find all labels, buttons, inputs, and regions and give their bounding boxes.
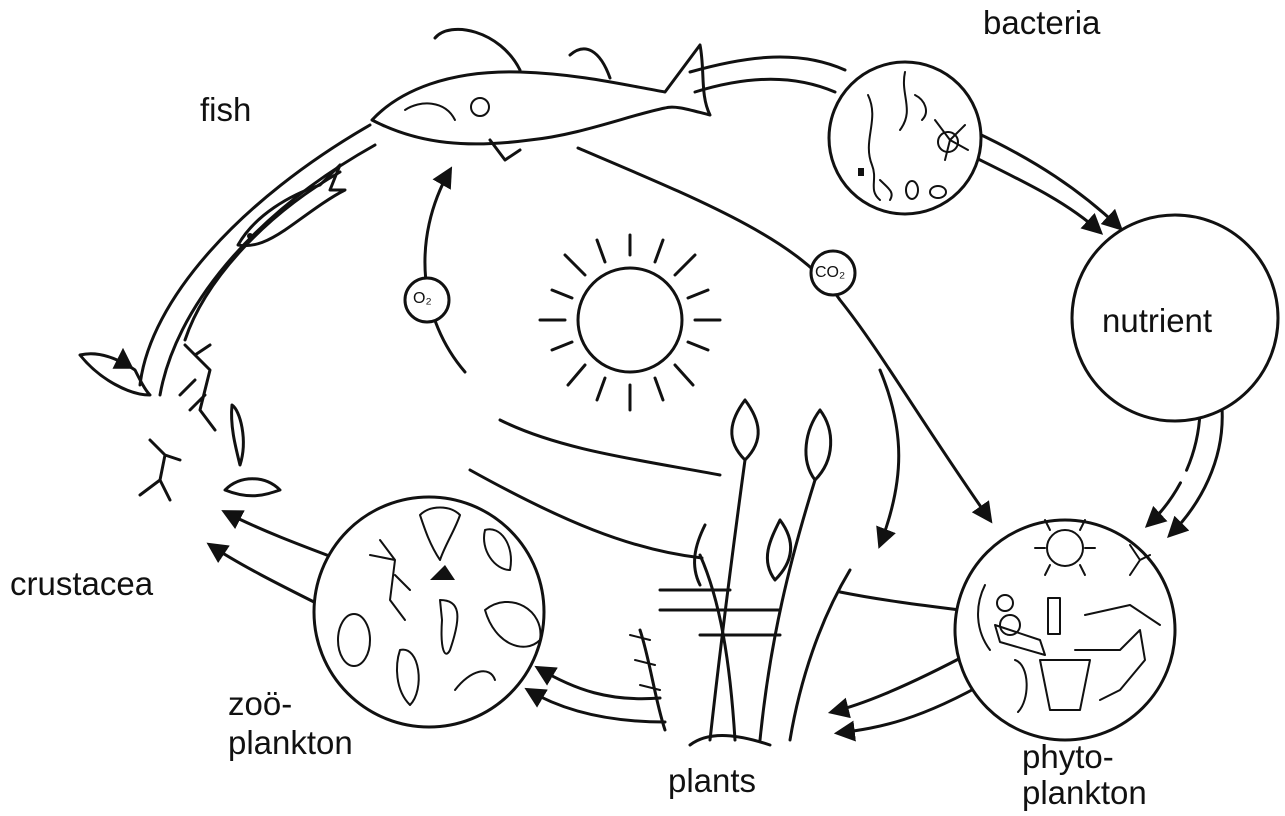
phytoplankton-label-line1: phyto- bbox=[1022, 739, 1114, 775]
zooplankton-circle bbox=[314, 497, 544, 727]
o2-label: O₂ bbox=[413, 288, 432, 310]
bacteria-circle bbox=[829, 62, 981, 214]
plants-label: plants bbox=[668, 763, 756, 799]
nutrient-label: nutrient bbox=[1102, 303, 1212, 339]
bacteria-label: bacteria bbox=[983, 5, 1100, 41]
co2-label: CO₂ bbox=[815, 262, 845, 284]
zooplankton-label-line1: zoö- bbox=[228, 686, 292, 722]
fish-label: fish bbox=[200, 92, 251, 128]
crustacea-label: crustacea bbox=[10, 566, 153, 602]
phytoplankton-label-line2: plankton bbox=[1022, 775, 1147, 811]
plants-figure bbox=[630, 400, 850, 745]
fish-large-icon bbox=[372, 29, 710, 160]
sun-icon bbox=[540, 235, 720, 410]
crustacea-figures bbox=[80, 345, 280, 500]
zooplankton-label-line2: plankton bbox=[228, 725, 353, 761]
phytoplankton-circle bbox=[955, 520, 1175, 740]
